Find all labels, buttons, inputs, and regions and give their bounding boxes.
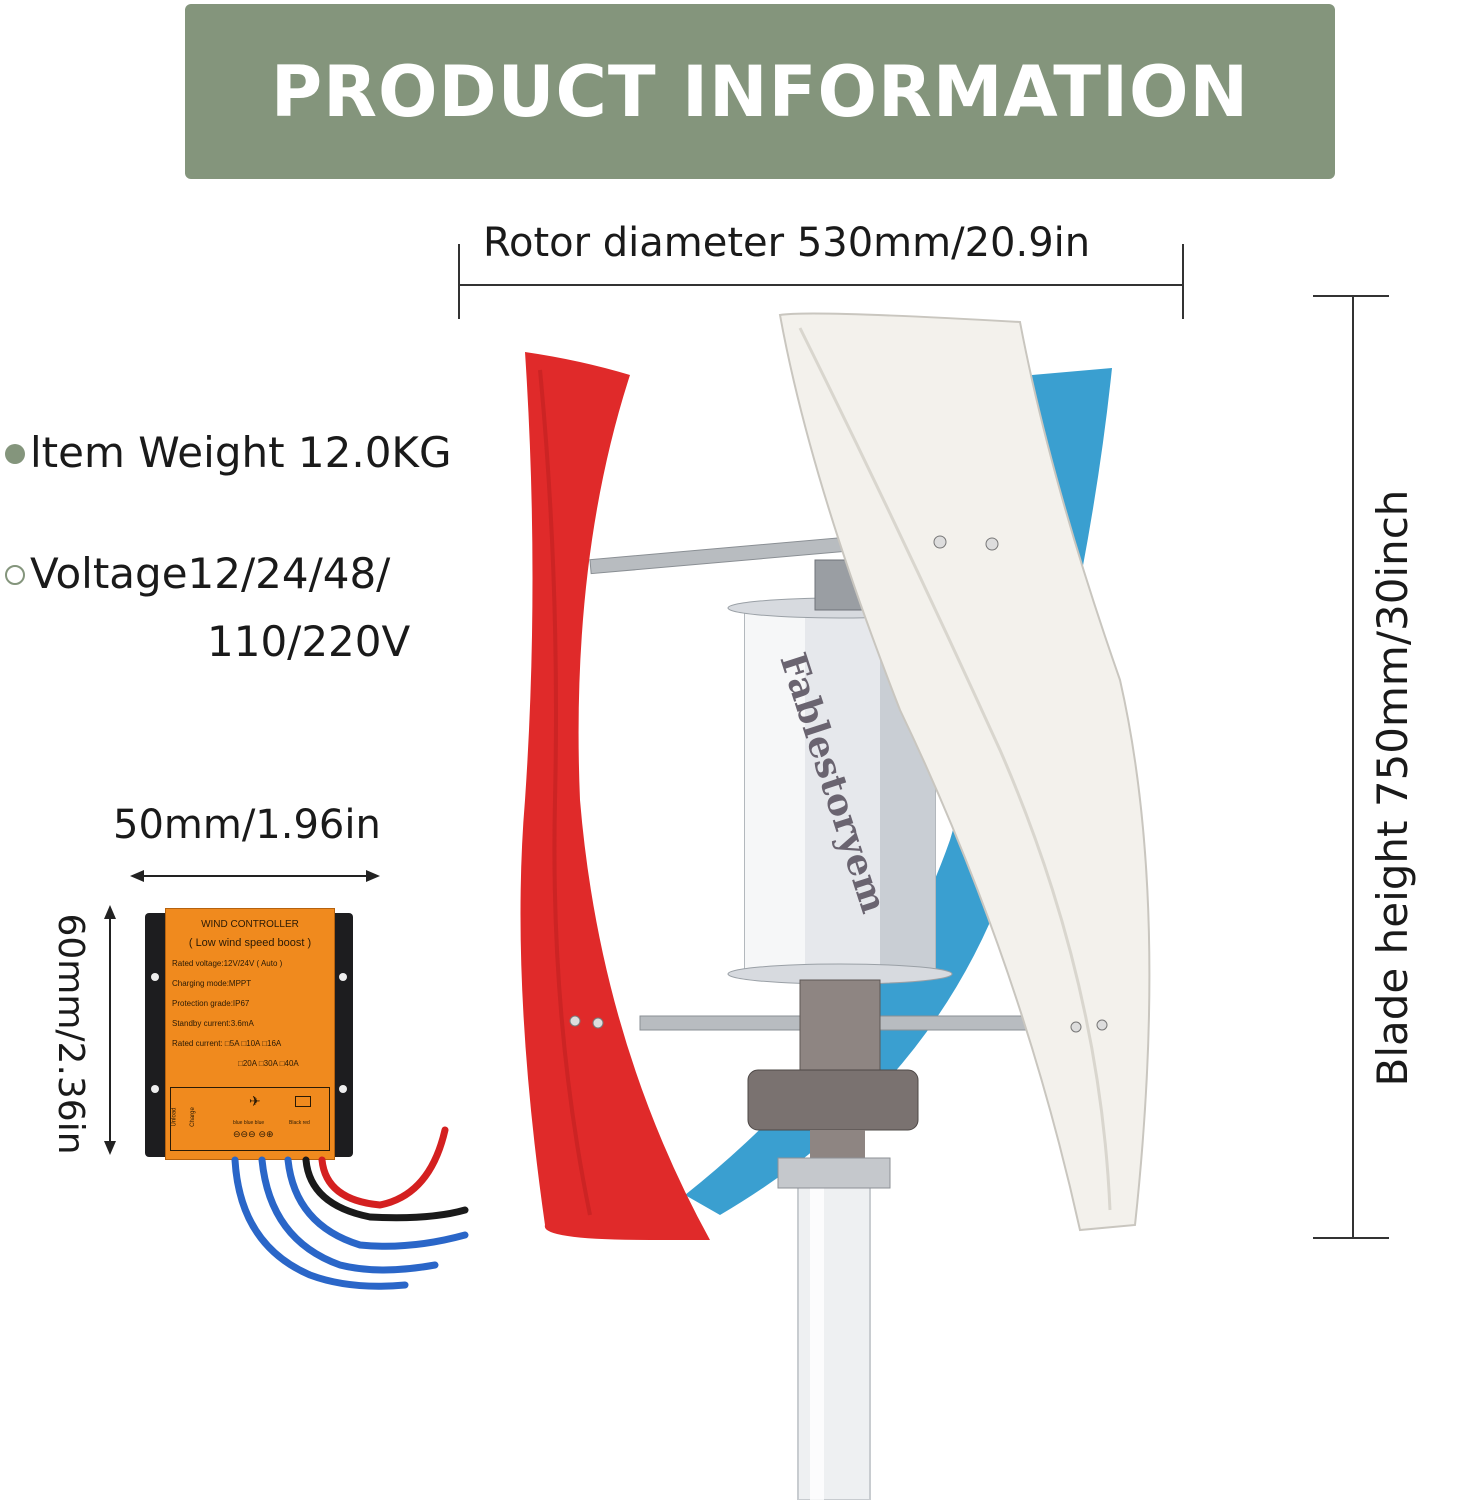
mount-hole-icon <box>339 1085 347 1093</box>
controller-side-label-charge: Charge <box>189 1107 196 1127</box>
wind-turbine-illustration: Fablestoryem <box>520 312 1151 1500</box>
controller-side-label-unload: Unload <box>171 1107 178 1127</box>
mount-hole-icon <box>339 973 347 981</box>
wire-red <box>318 1126 449 1209</box>
controller-rated-current-2: □20A □30A □40A <box>238 1059 299 1068</box>
controller-height-label: 60mm/2.36in <box>50 913 91 1155</box>
rotor-dimension-tick-left <box>458 244 460 319</box>
controller-terminal-panel: Unload Charge ✈ blue blue blue Black red… <box>170 1087 330 1151</box>
spec-voltage-line2: 110/220V <box>207 617 411 666</box>
height-dimension-tick-top <box>1313 295 1389 297</box>
wire-black <box>302 1156 469 1222</box>
controller-width-arrow <box>130 870 380 882</box>
controller-terminals: ⊖⊖⊖ ⊖⊕ <box>233 1130 274 1140</box>
turbine-flange <box>747 1069 919 1131</box>
controller-wire-label-battery: Black red <box>289 1120 310 1126</box>
mount-hole-icon <box>151 973 159 981</box>
filled-bullet-icon <box>5 444 25 464</box>
mount-hole-icon <box>151 1085 159 1093</box>
controller-width-label: 50mm/1.96in <box>113 802 381 848</box>
controller-rated-current: Rated current: □5A □10A □16A <box>172 1039 282 1048</box>
header-banner: PRODUCT INFORMATION <box>185 4 1335 179</box>
page-title: PRODUCT INFORMATION <box>270 50 1250 133</box>
wind-turbine-icon: ✈ <box>249 1094 261 1110</box>
turbine-pole <box>797 1159 871 1500</box>
wind-controller: WIND CONTROLLER ( Low wind speed boost )… <box>145 908 353 1160</box>
controller-title: WIND CONTROLLER <box>201 919 299 930</box>
battery-icon <box>295 1096 311 1107</box>
wire-blue-3 <box>284 1156 469 1250</box>
height-dimension-tick-bottom <box>1313 1237 1389 1239</box>
rotor-diameter-label: Rotor diameter 530mm/20.9in <box>483 220 1091 266</box>
rotor-dimension-line <box>458 284 1184 286</box>
controller-rated-voltage: Rated voltage:12V/24V ( Auto ) <box>172 959 283 968</box>
height-dimension-line <box>1352 295 1354 1238</box>
wire-blue-2 <box>258 1156 439 1274</box>
hollow-bullet-icon <box>5 565 25 585</box>
turbine-blade-red <box>520 352 710 1240</box>
turbine-blade-white <box>778 312 1151 1232</box>
rotor-dimension-tick-right <box>1182 244 1184 319</box>
controller-subtitle: ( Low wind speed boost ) <box>188 937 312 949</box>
controller-label-panel: WIND CONTROLLER ( Low wind speed boost )… <box>165 908 335 1160</box>
spec-voltage-line1: Voltage12/24/48/ <box>30 549 391 598</box>
controller-standby: Standby current:3.6mA <box>172 1019 254 1028</box>
wire-blue-1 <box>231 1156 409 1290</box>
controller-wire-label-blue: blue blue blue <box>233 1120 265 1126</box>
spec-weight: ltem Weight 12.0KG <box>30 428 452 477</box>
controller-charging-mode: Charging mode:MPPT <box>172 979 252 988</box>
controller-wires <box>231 1126 469 1290</box>
controller-height-arrow <box>104 905 116 1155</box>
controller-protection: Protection grade:IP67 <box>172 999 250 1008</box>
